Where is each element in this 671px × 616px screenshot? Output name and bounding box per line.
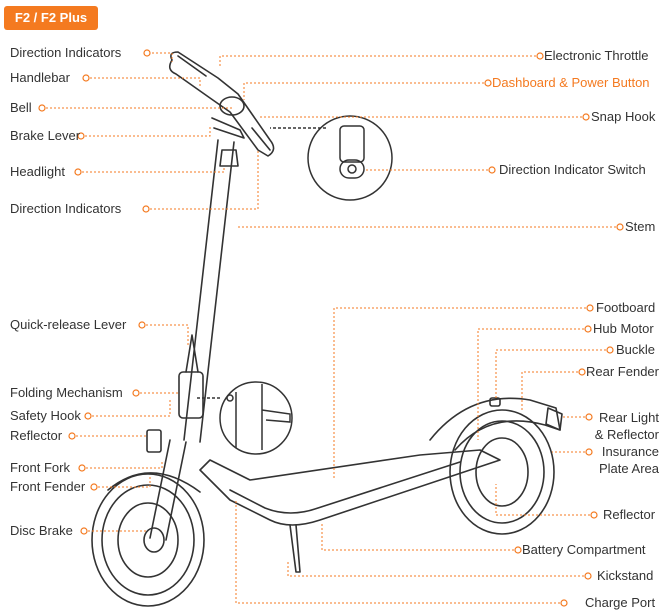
label-battery-compartment: Battery Compartment [522,542,646,557]
label-snap-hook: Snap Hook [591,109,656,124]
label-stem: Stem [625,219,656,234]
detail-circle-switch [270,115,393,201]
label-front-fender: Front Fender [10,479,86,494]
rear-wheel-outer [449,409,555,535]
label-footboard: Footboard [596,300,656,315]
label-electronic-throttle: Electronic Throttle [544,48,649,63]
label-rear-light-line1: Rear Light [599,410,659,425]
label-hub-motor: Hub Motor [593,321,654,336]
scooter-outline [91,51,563,607]
label-handlebar: Handlebar [10,70,70,85]
front-wheel-rim [117,502,179,578]
quick-release-lever [185,334,199,373]
label-rear-light-line2: & Reflector [594,427,659,442]
rear-light [545,407,563,431]
label-dashboard-power-button: Dashboard & Power Button [492,75,650,90]
label-direction-indicators-top: Direction Indicators [10,45,122,60]
label-direction-indicator-switch: Direction Indicator Switch [499,162,646,177]
label-disc-brake: Disc Brake [10,523,73,538]
headlight [219,149,239,167]
disc-brake-hub [143,527,165,553]
detail-circle-hook [196,381,293,455]
label-brake-lever: Brake Lever [10,128,81,143]
rear-fender [429,397,561,451]
left-grip [177,55,207,77]
label-charge-port: Charge Port [585,595,656,610]
front-fork [149,439,187,541]
label-insurance-line1: Insurance [601,444,659,459]
label-safety-hook: Safety Hook [10,408,81,423]
label-direction-indicators-bottom: Direction Indicators [10,201,122,216]
right-grip [251,127,271,151]
stem [183,139,235,443]
footboard-edge [229,461,461,514]
front-reflector [146,429,162,453]
kickstand [289,524,301,573]
label-front-fork: Front Fork [10,460,70,475]
model-badge: F2 / F2 Plus [4,6,98,30]
label-headlight: Headlight [10,164,65,179]
label-kickstand: Kickstand [597,568,654,583]
footboard [199,449,501,526]
label-quick-release-lever: Quick-release Lever [10,317,127,332]
label-reflector-front: Reflector [10,428,63,443]
label-reflector-rear: Reflector [603,507,656,522]
label-bell: Bell [10,100,32,115]
buckle [489,397,501,407]
leader-endpoints [38,49,624,607]
folding-mechanism [178,371,204,419]
label-insurance-line2: Plate Area [599,461,659,476]
label-rear-fender: Rear Fender [586,364,659,379]
front-wheel-outer [91,473,205,607]
label-folding-mechanism: Folding Mechanism [10,385,123,400]
front-fender [107,472,201,493]
brake-lever [211,117,245,139]
handlebar [168,51,275,157]
leader-lines [46,52,616,604]
front-wheel-tire-inner [101,484,195,596]
label-buckle: Buckle [616,342,656,357]
dashboard [219,96,245,116]
rear-wheel-tire-inner [459,420,545,524]
rear-wheel-rim [475,437,529,507]
